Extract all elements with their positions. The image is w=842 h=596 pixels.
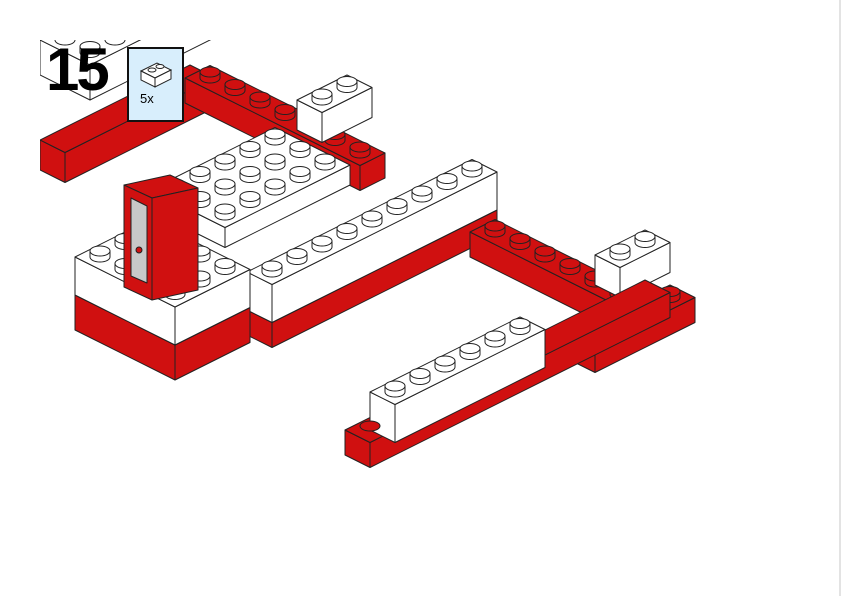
stud-side (130, 0, 150, 8)
stud (311, 235, 333, 247)
step-number: 15 (46, 36, 110, 103)
stud (311, 88, 333, 100)
stud (289, 141, 311, 152)
stud (361, 210, 383, 222)
stud-body (130, 0, 150, 3)
stud-body (130, 22, 150, 28)
stud (436, 173, 458, 184)
stud-side (54, 40, 76, 46)
stud (289, 166, 311, 177)
stud-side (80, 22, 100, 33)
stud (239, 191, 261, 202)
stud-body (180, 0, 200, 3)
stud (264, 128, 286, 140)
stud (286, 248, 308, 259)
stud (261, 260, 283, 272)
stud-body (105, 9, 125, 15)
stud (336, 223, 358, 234)
door-handle (135, 246, 143, 254)
stud-body (80, 22, 100, 28)
stud (411, 185, 433, 197)
stud (634, 231, 656, 242)
stud (386, 198, 408, 209)
stud (199, 66, 221, 78)
stud (79, 41, 101, 52)
stud-body (155, 9, 175, 15)
stud (534, 245, 556, 257)
stud (105, 29, 125, 39)
stud (239, 141, 261, 152)
stud (214, 203, 236, 215)
stud-side (104, 40, 126, 46)
page-edge (839, 0, 841, 596)
stud (509, 233, 531, 244)
white-brick-icon (139, 62, 173, 88)
stud-body (105, 34, 125, 40)
stud (509, 318, 531, 329)
stud (214, 178, 236, 190)
stud (459, 343, 481, 354)
door-glass (130, 197, 148, 284)
stud (239, 166, 261, 177)
stud (559, 258, 581, 269)
stud (434, 355, 456, 367)
stud (249, 91, 271, 103)
stud (264, 153, 286, 165)
stud (349, 141, 371, 153)
stud (359, 420, 381, 432)
stud (609, 243, 631, 255)
stud-side (155, 9, 175, 20)
stud (105, 4, 125, 14)
stud (384, 380, 406, 392)
stud (264, 178, 286, 190)
stud (214, 153, 236, 165)
stud (214, 258, 236, 269)
part-quantity: 5x (140, 91, 154, 106)
stud (314, 153, 336, 165)
stud-side (180, 0, 200, 8)
stud (224, 79, 246, 90)
stud (336, 76, 358, 87)
stud (80, 17, 100, 27)
stud (130, 17, 150, 27)
stud (484, 220, 506, 232)
parts-callout: 5x (127, 47, 184, 122)
stud (89, 245, 111, 257)
stud (155, 4, 175, 14)
stud (409, 368, 431, 379)
stud (484, 330, 506, 342)
stud-side (130, 22, 150, 33)
stud (130, 0, 150, 2)
stud-side (105, 9, 125, 20)
stud (180, 0, 200, 2)
stud (274, 104, 296, 115)
stud (461, 160, 483, 172)
door-frame-front (151, 187, 199, 301)
stud (189, 166, 211, 177)
